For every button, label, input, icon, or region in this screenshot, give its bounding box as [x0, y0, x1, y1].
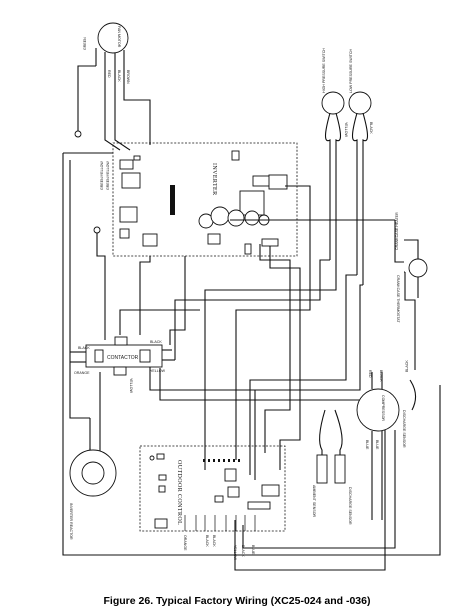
high-pressure-switch: HIGH PRESSURE SWITCH YELLOW: [321, 48, 348, 270]
wire-label-black-contactor-2: BLACK: [150, 340, 162, 344]
wire-label-yellow-contactor-2: YELLOW: [129, 378, 133, 394]
inverter-label: INVERTER: [211, 163, 217, 196]
inverter-board: INVERTER GREEN/YELLOW GREEN/YELLOW: [93, 142, 298, 257]
wire-label-yellow-hps: YELLOW: [344, 122, 348, 138]
wiring-diagram: FAN MOTOR GREEN RED BLACK BROWN HIGH PRE…: [62, 22, 441, 571]
discharge-sensor: DISCHARGE SENSOR: [334, 409, 352, 525]
fan-motor-label: FAN MOTOR: [117, 26, 121, 48]
wire-label-yellow-oc: YELLOW: [233, 545, 237, 561]
compressor-label: COMPRESSOR: [381, 395, 385, 421]
figure-caption: Figure 26. Typical Factory Wiring (XC25-…: [103, 595, 371, 607]
wire-label-black-oc-2: BLACK: [212, 535, 216, 547]
wire-label-red: RED: [107, 70, 111, 78]
inverter-reactor: INVERTER REACTOR: [69, 440, 117, 540]
contactor-label: CONTACTOR: [107, 355, 139, 361]
wire-label-black-oc: BLACK: [205, 535, 209, 547]
wire-label-black-contactor: BLACK: [78, 346, 90, 350]
inverter-reactor-label: INVERTER REACTOR: [69, 503, 73, 540]
outdoor-control-board: OUTDOOR CONTROL ORANGE BLACK BLACK YELLO…: [139, 445, 286, 561]
wire-label-green-yellow-2: GREEN/YELLOW: [106, 161, 110, 190]
discharge-sensor-2-label: DISCHARGE SENSOR: [402, 410, 406, 448]
wire-label-blue-comp: BLUE: [365, 440, 369, 450]
wire-label-black-lps: BLACK: [369, 122, 373, 134]
low-pressure-switch: LOW PRESSURE SWITCH BLACK: [348, 48, 373, 285]
crankcase-heater-label: CRANKCASE HEATER: [395, 212, 399, 250]
wire-label-red-comp: RED: [368, 370, 372, 378]
wire-label-orange-oc: ORANGE: [183, 535, 187, 551]
wire-label-black-oc-3: BLACK: [241, 545, 245, 557]
wire-label-blue-oc: BLUE: [251, 545, 255, 555]
wire-runs: [62, 152, 441, 571]
wire-label-black: BLACK: [117, 70, 121, 82]
wire-label-yellow-contactor: YELLOW: [150, 369, 166, 373]
crankcase-thermostat: CRANKCASE THERMOSTAT DISCHARGE SENSOR BL…: [396, 271, 417, 448]
led-strip: [203, 459, 240, 462]
compressor: COMPRESSOR RED BLACK BLUE BLUE: [356, 370, 400, 520]
fan-motor: FAN MOTOR GREEN RED BLACK BROWN: [74, 22, 151, 151]
wire-label-brown: BROWN: [126, 70, 130, 84]
wire-label-orange-contactor: ORANGE: [74, 371, 90, 375]
discharge-sensor-label: DISCHARGE SENSOR: [348, 487, 352, 525]
wire-label-black-ch: BLACK: [405, 360, 409, 372]
wire-label-green: GREEN: [83, 37, 87, 50]
crankcase-heater: CRANKCASE HEATER: [395, 212, 428, 298]
high-pressure-switch-label: HIGH PRESSURE SWITCH: [322, 48, 326, 93]
crankcase-thermostat-label: CRANKCASE THERMOSTAT: [396, 275, 400, 323]
wire-label-black-comp: BLACK: [379, 370, 383, 382]
low-pressure-switch-label: LOW PRESSURE SWITCH: [349, 48, 353, 93]
contactor: CONTACTOR BLACK ORANGE BLACK YELLOW YELL…: [70, 336, 175, 394]
wire-label-green-yellow-1: GREEN/YELLOW: [100, 161, 104, 190]
ambient-sensor-label: AMBIENT SENSOR: [312, 485, 316, 517]
wire-label-blue-comp-2: BLUE: [375, 440, 379, 450]
outdoor-control-label: OUTDOOR CONTROL: [176, 460, 182, 525]
ambient-sensor: AMBIENT SENSOR: [312, 409, 328, 517]
